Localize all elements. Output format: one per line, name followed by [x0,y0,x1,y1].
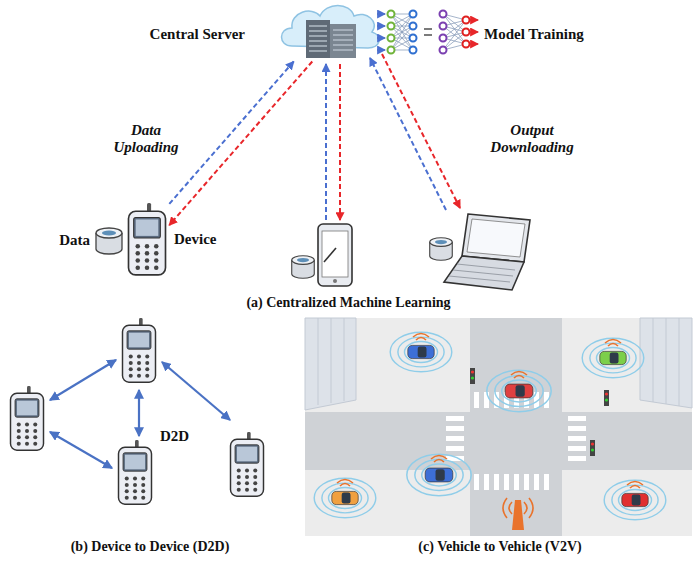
neural-network [377,11,478,54]
device-node: Device [126,203,168,277]
server-node: Central Server [283,0,378,60]
subfigure-caption: (b) Device to Device (D2D) [10,539,290,555]
laptop-icon [444,214,530,290]
link-arrow [169,62,293,204]
subfigure-caption: (a) Centralized Machine Learning [0,295,697,311]
d2d-links [50,360,230,468]
v2v-scene [305,318,692,536]
phone-icon [129,203,166,275]
node-label: Device [174,231,216,248]
link-arrow [169,62,312,226]
server-icon [282,6,380,59]
annotation-label: D2D [160,428,204,445]
tablet-icon [318,224,352,286]
subfigure-caption: (c) Vehicle to Vehicle (V2V) [310,539,690,555]
database-icon [292,256,315,279]
d2d-phones [11,318,264,504]
annotation-label: Model Training [484,26,614,43]
link-arrows [326,54,460,220]
annotation-label: Output Downloading [480,122,584,157]
database-icon [96,228,122,254]
database-icon [430,238,453,261]
node-label: Central Server [150,26,245,43]
annotation-label: Data Uploading [104,122,188,157]
annotation-label: Data [48,232,90,249]
